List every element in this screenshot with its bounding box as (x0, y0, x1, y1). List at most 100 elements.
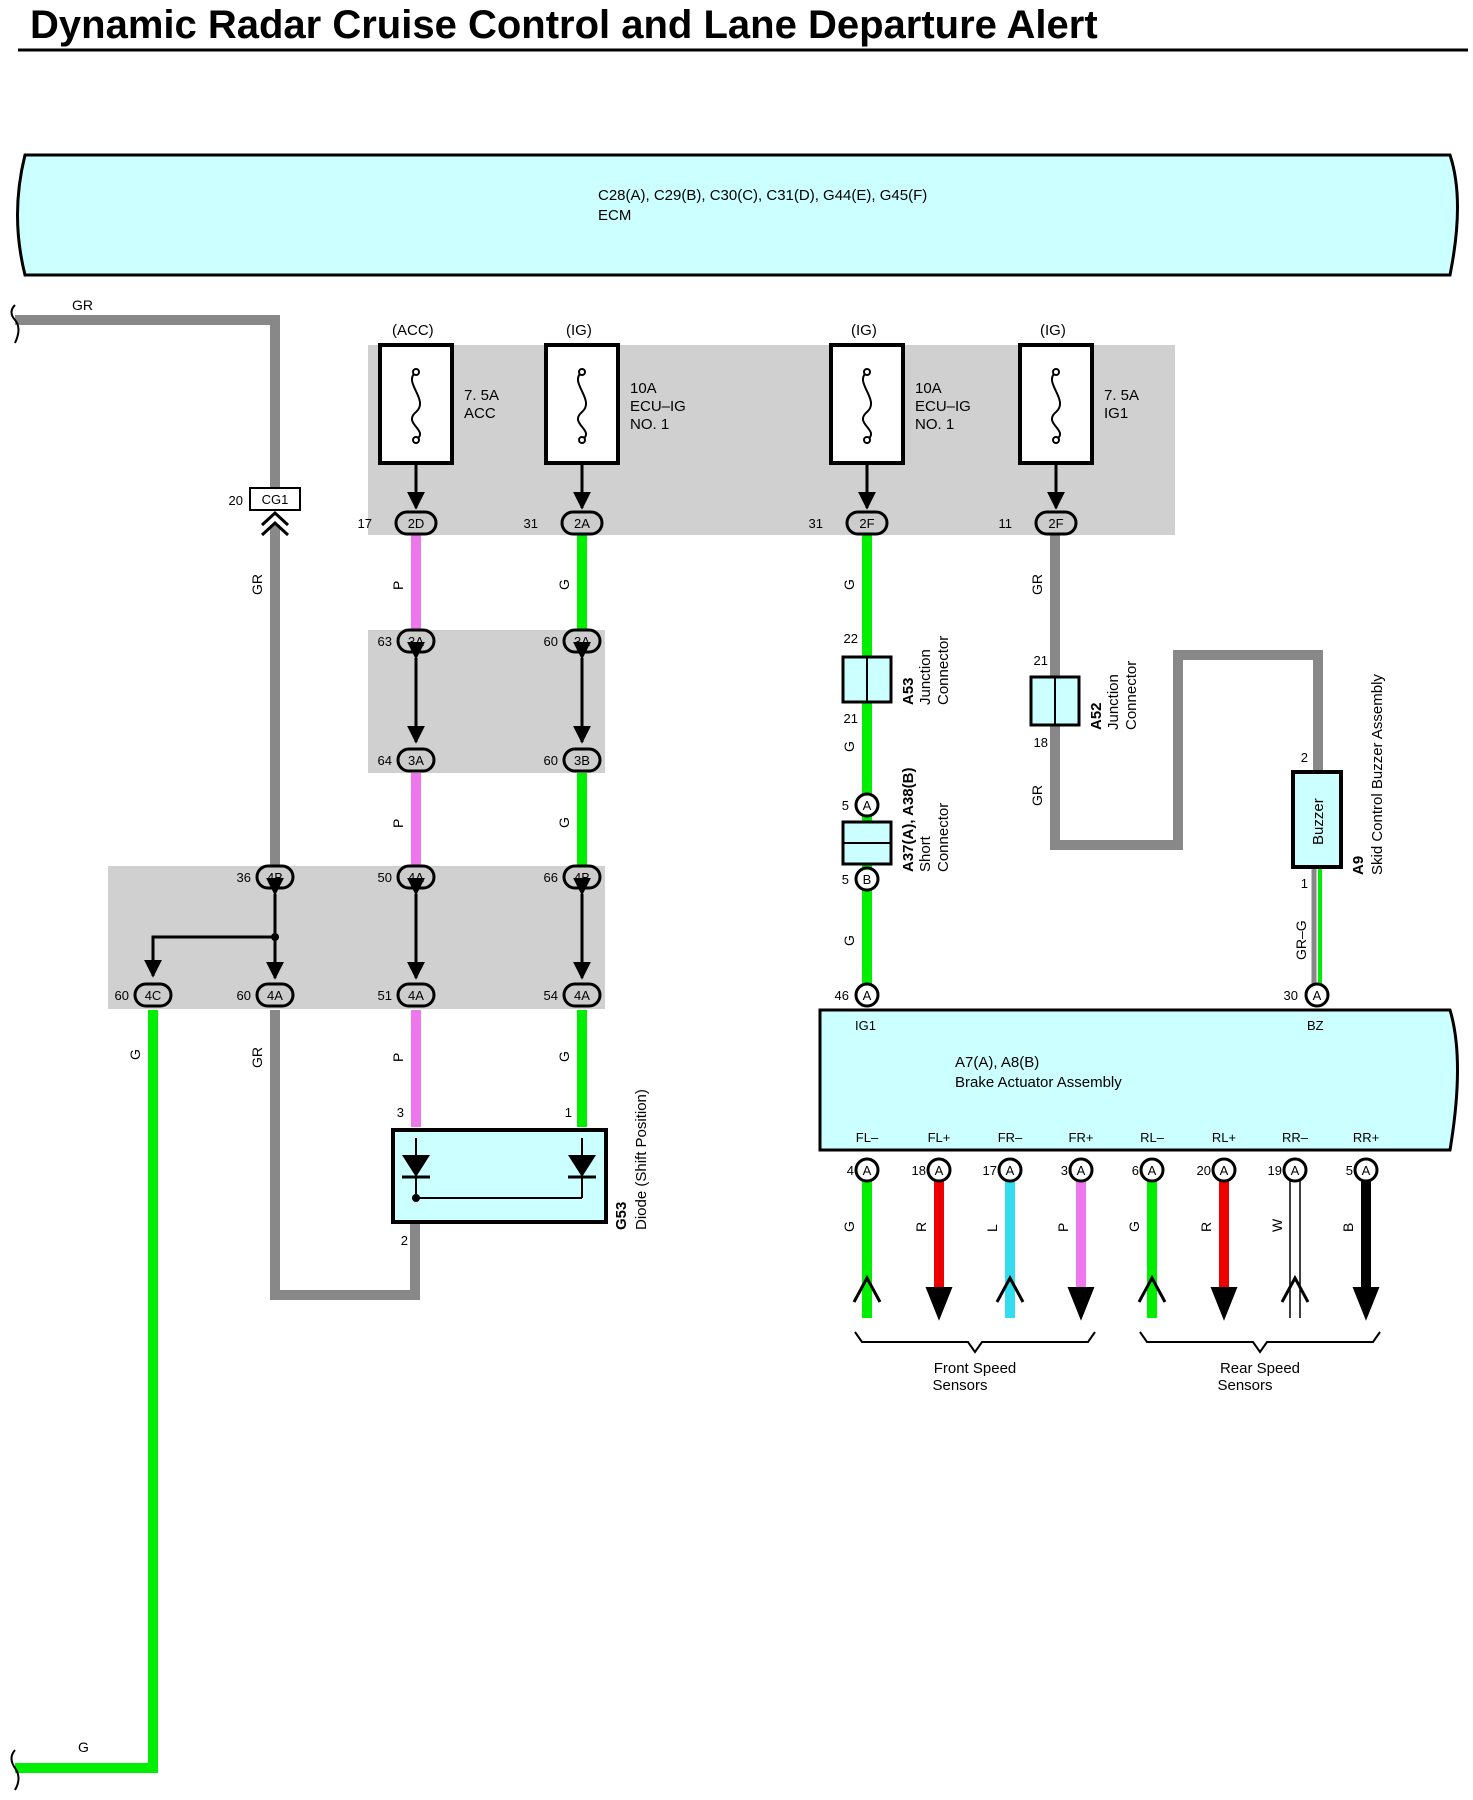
fuse-name: ECU–IG (630, 398, 686, 415)
wire-color-gr-3: GR (249, 1047, 265, 1068)
junction-conn: 3A (574, 634, 590, 649)
front-sensors-line1: Front Speed (934, 1360, 1017, 1377)
wire-color-g-1: G (556, 579, 572, 590)
terminal-pin: 18 (912, 1163, 926, 1178)
terminal-label: RL– (1140, 1130, 1165, 1145)
connector-a53: 22 21 A53 Junction Connector (841, 631, 952, 726)
fuse-icon (410, 371, 422, 441)
terminal-label: RL+ (1212, 1130, 1236, 1145)
junction-conn: 4B (574, 870, 590, 885)
fuse-pin: 31 (524, 516, 538, 531)
connector-a52: 21 18 A52 Junction Connector (1029, 653, 1140, 750)
diode-g53: 3 1 2 G53 Diode (Shift Position) (391, 1089, 650, 1248)
a37-conn-b: B (863, 872, 872, 887)
buzzer-pin-top: 2 (1301, 750, 1308, 765)
fuse-ig1: (IG) 7. 5A IG1 11 2F (999, 322, 1139, 536)
junction-pin: 51 (378, 988, 392, 1003)
buzzer-pin-bot: 1 (1301, 876, 1308, 891)
front-sensors-line2: Sensors (932, 1377, 987, 1394)
terminal-pin: 5 (1346, 1163, 1353, 1178)
wire-gr-buzzer (1050, 535, 1323, 850)
junction-conn: 3B (574, 753, 590, 768)
wire-color-g-6: G (841, 935, 857, 946)
fuse-ecu-ig-1: (IG) 10A ECU–IG NO. 1 31 2A (524, 322, 686, 536)
terminal-connector (1139, 1157, 1165, 1183)
diode-pin-g: 1 (565, 1105, 572, 1120)
brake-name: Brake Actuator Assembly (955, 1074, 1122, 1091)
fuse-conn: 2F (859, 516, 874, 531)
junction-pin: 60 (544, 634, 558, 649)
wire-color-p-2: P (390, 819, 406, 828)
a52-pin-bot: 18 (1034, 735, 1048, 750)
junction-4a-p-top: 50 4A (378, 864, 436, 890)
diode-code: G53 (613, 1202, 630, 1230)
a37-code: A37(A), A38(B) (900, 768, 917, 872)
junction-4a-p-bot: 51 4A (378, 982, 436, 1008)
wire-color: P (1055, 1223, 1071, 1232)
junction-pin: 66 (544, 870, 558, 885)
ecm-name: ECM (598, 207, 631, 224)
diode-icon (402, 1155, 430, 1177)
arrow-down-icon (925, 1287, 953, 1321)
terminal-connector (1282, 1157, 1308, 1183)
cg1-pin: 20 (229, 493, 243, 508)
junction-conn: 4A (408, 988, 424, 1003)
wire-color-g-3: G (556, 1051, 572, 1062)
fuse-conn: 2F (1048, 516, 1063, 531)
ecm-connectors: C28(A), C29(B), C30(C), C31(D), G44(E), … (598, 187, 927, 204)
brake-ig1-pin: 46 (835, 988, 849, 1003)
buzzer-a9: Buzzer 2 1 A9 Skid Control Buzzer Assemb… (1291, 674, 1386, 891)
terminal-connector (1353, 1157, 1379, 1183)
terminal-label: FR– (998, 1130, 1023, 1145)
fuse-conn: 2D (408, 516, 425, 531)
a37-conn-a: A (863, 798, 872, 813)
fuse-power-label: (IG) (1040, 322, 1066, 339)
terminal-label: FL– (856, 1130, 879, 1145)
junction-conn: 4B (267, 870, 283, 885)
terminal-conn: A (1362, 1163, 1371, 1178)
junction-4a-g-bot: 54 4A (544, 982, 602, 1008)
junction-conn: 4C (145, 988, 162, 1003)
a52-name2: Connector (1123, 661, 1140, 730)
brake-bz-conn: A (1313, 988, 1322, 1003)
front-sensor-brace (854, 1331, 1096, 1354)
a53-code: A53 (900, 677, 917, 705)
chevron-up-icon (995, 1274, 1025, 1303)
buzzer-code: A9 (1350, 856, 1367, 875)
diode-pin-gr: 2 (401, 1233, 408, 1248)
fuse-icon (861, 371, 873, 441)
wire-break-mark (10, 304, 20, 344)
arrow-down-icon (1210, 1287, 1238, 1321)
wire-color: R (913, 1222, 929, 1232)
cg1-chevron-icon (260, 510, 290, 537)
junction-conn: 4A (408, 870, 424, 885)
chevron-up-icon (1280, 1274, 1310, 1303)
junction-4b-g-top: 66 4B (544, 864, 602, 890)
junction-pin: 36 (237, 870, 251, 885)
terminal-label: RR+ (1353, 1130, 1379, 1145)
a53-pin-top: 22 (844, 631, 858, 646)
fuse-icon (1050, 371, 1062, 441)
junction-pin: 60 (237, 988, 251, 1003)
connector-a37-a38: 5 A 5 B A37(A), A38(B) Short Connector (841, 768, 952, 892)
fuse-ecu-ig-2: (IG) 10A ECU–IG NO. 1 31 2F (809, 322, 971, 536)
junction-pin: 63 (378, 634, 392, 649)
fuse-acc: (ACC) 7. 5A ACC 17 2D (358, 322, 499, 536)
junction-pin: 54 (544, 988, 558, 1003)
a52-code: A52 (1088, 702, 1105, 730)
ecm-box: C28(A), C29(B), C30(C), C31(D), G44(E), … (16, 153, 1459, 277)
junction-pin: 50 (378, 870, 392, 885)
junction-4b-gr: 36 4B (237, 864, 295, 890)
terminal-conn: A (1077, 1163, 1086, 1178)
wire-color-p-1: P (390, 581, 406, 590)
fuse-pin: 11 (999, 516, 1013, 531)
a53-name2: Connector (935, 636, 952, 705)
arrow-down-icon (1067, 1287, 1095, 1321)
wire-color-gr: GR (72, 297, 93, 313)
terminal-connector (1211, 1157, 1237, 1183)
